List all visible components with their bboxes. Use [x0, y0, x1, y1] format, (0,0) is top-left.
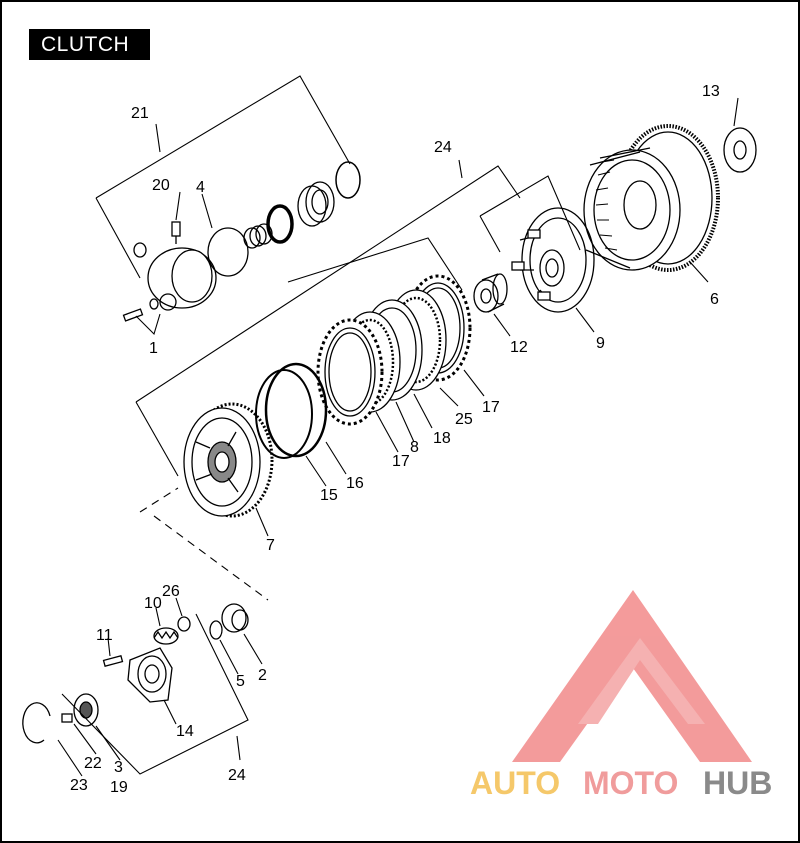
callout-1: 1 [149, 340, 158, 357]
callout-5: 5 [236, 673, 245, 690]
callout-14: 14 [176, 723, 194, 740]
callout-11: 11 [96, 627, 113, 644]
part-4-o-ring [207, 227, 249, 277]
callout-6: 6 [710, 291, 719, 308]
callout-16: 16 [346, 475, 364, 492]
part-9-clutch-hub [511, 207, 595, 313]
callout-3: 3 [114, 759, 123, 776]
watermark-text: AUTO MOTO HUB [470, 765, 772, 801]
callout-25: 25 [455, 411, 473, 428]
callout-4: 4 [196, 179, 205, 196]
callout-26: 26 [162, 583, 180, 600]
piston [297, 181, 335, 227]
part-15-ring [255, 369, 313, 459]
black-o-ring [266, 204, 294, 244]
callout-9: 9 [596, 335, 605, 352]
spring-small [243, 223, 273, 249]
watermark-moto: MOTO [583, 765, 678, 801]
callout-21: 21 [131, 105, 149, 122]
part-3-bearing [73, 693, 99, 727]
part-2-retainer [221, 603, 249, 633]
part-5-snap-ring [209, 620, 223, 640]
callout-24-top: 24 [434, 139, 452, 156]
callout-19: 19 [110, 779, 128, 796]
callout-10: 10 [144, 595, 162, 612]
leader-lines [57, 75, 739, 777]
watermark-auto: AUTO [470, 765, 560, 801]
seal-ring [335, 161, 361, 199]
part-14-bearing-housing [127, 647, 173, 703]
part-26-o-ring [177, 616, 191, 632]
callout-20: 20 [152, 177, 170, 194]
part-7-pressure-plate [183, 402, 274, 518]
part-22-pin [61, 713, 73, 723]
part-10-spring [153, 627, 179, 645]
part-6-clutch-shell [583, 124, 720, 272]
part-13-washer [723, 127, 757, 173]
part-16-ring [264, 362, 328, 458]
part-21-cover [133, 242, 217, 311]
part-12-bushing [473, 273, 508, 313]
callout-17-left: 17 [392, 453, 410, 470]
watermark-logo [512, 590, 752, 762]
part-11-bolt [102, 654, 124, 668]
callout-18: 18 [433, 430, 451, 447]
callout-24-bottom: 24 [228, 767, 246, 784]
part-23-snap-ring [22, 702, 51, 744]
callout-12: 12 [510, 339, 528, 356]
diagram-title: CLUTCH [29, 29, 150, 60]
watermark-hub: HUB [703, 765, 772, 801]
callout-8: 8 [410, 439, 419, 456]
callout-7: 7 [266, 537, 275, 554]
callout-22: 22 [84, 755, 102, 772]
callout-13: 13 [702, 83, 720, 100]
callout-17-right: 17 [482, 399, 500, 416]
callouts: 21 20 4 1 24 13 6 9 12 17 25 18 8 17 16 … [70, 83, 720, 796]
callout-2: 2 [258, 667, 267, 684]
part-17-friction-plate-front [316, 318, 384, 426]
part-1-screws [122, 298, 159, 322]
callout-23: 23 [70, 777, 88, 794]
callout-15: 15 [320, 487, 338, 504]
part-20-bleeder [171, 221, 181, 244]
